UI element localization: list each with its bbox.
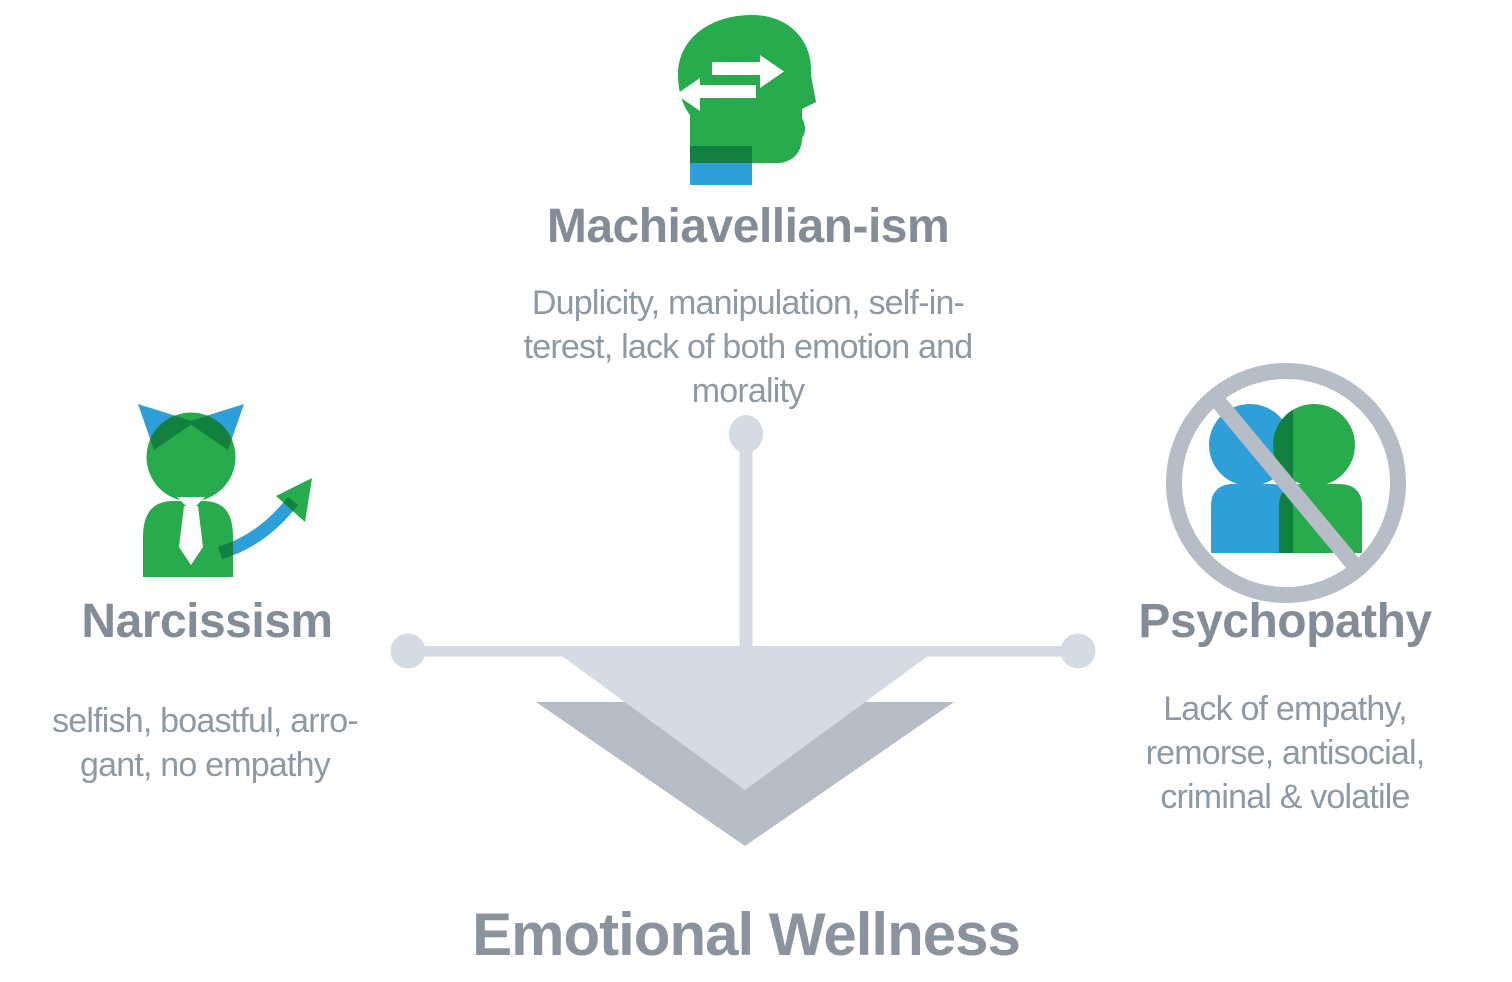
description-line: gant, no empathy [80, 746, 331, 784]
narcissism-title: Narcissism [81, 595, 333, 648]
no-sign-ring [1166, 363, 1406, 603]
tie-tail [179, 506, 203, 565]
rising-arrow-head [276, 478, 312, 522]
connector-node-top [729, 415, 763, 453]
exchange-arrows-icon [676, 55, 784, 111]
description-line: terest, lack of both emotion and [523, 328, 974, 366]
arrow-left-head [676, 78, 700, 111]
description-line: Duplicity, manipulation, self-in- [531, 284, 965, 322]
connector-vertical-line [739, 435, 753, 657]
no-sign-slash [1208, 391, 1364, 575]
machiavellianism-head-icon [676, 15, 816, 185]
psychopathy-description: Lack of empathy, remorse, antisocial, cr… [1085, 687, 1485, 819]
collar-band [690, 163, 752, 185]
connector-node-left [390, 633, 426, 669]
description-line: criminal & volatile [1160, 778, 1410, 816]
arrow-right-bar [712, 62, 760, 75]
machiavellianism-title: Machiavellian-ism [546, 200, 950, 253]
neck-shadow-band [690, 146, 752, 163]
arrow-right-head [760, 55, 784, 88]
description-line: remorse, antisocial, [1145, 734, 1426, 772]
description-line: Lack of empathy, [1163, 690, 1407, 728]
arrow-left-bar [700, 85, 756, 98]
psychopathy-no-people-icon [1166, 363, 1406, 603]
connector-node-right [1060, 633, 1096, 669]
shaft-body-overlap [218, 501, 233, 560]
narcissism-devil-icon [138, 404, 312, 577]
narcissism-description: selfish, boastful, arro- gant, no empath… [5, 699, 405, 787]
psychopathy-title: Psychopathy [1138, 595, 1432, 648]
tie-knot [177, 497, 205, 511]
downward-arrow-light-triangle [551, 648, 939, 790]
description-line: morality [691, 372, 805, 410]
emotional-wellness-label: Emotional Wellness [472, 901, 1021, 968]
machiavellianism-description: Duplicity, manipulation, self-in- terest… [448, 281, 1048, 413]
description-line: selfish, boastful, arro- [52, 702, 359, 740]
